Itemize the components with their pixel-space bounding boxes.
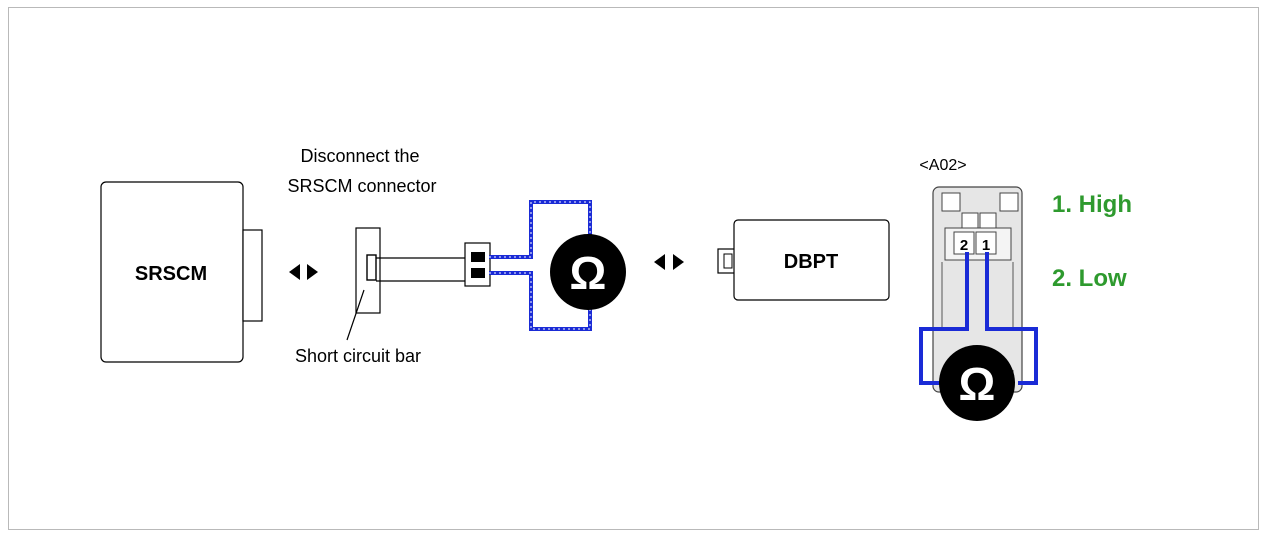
double-arrow-icon xyxy=(654,254,684,270)
connector-id-label: <A02> xyxy=(919,157,966,174)
ohmmeter-icon: Ω xyxy=(939,345,1015,421)
test-plug xyxy=(464,242,491,287)
ohm-symbol-left: Ω xyxy=(570,247,607,299)
srscm-harness-connector xyxy=(346,227,466,341)
pin-1-label: 1 xyxy=(982,237,990,254)
test-wire-right xyxy=(919,252,1038,385)
short-bar-label: Short circuit bar xyxy=(295,346,421,366)
double-arrow-icon xyxy=(289,264,318,280)
wire-stipple xyxy=(489,201,591,330)
srscm-label: SRSCM xyxy=(135,263,207,285)
pin-2-label: 2 xyxy=(960,237,968,254)
dbpt-label: DBPT xyxy=(784,251,838,273)
step-low-label: 2. Low xyxy=(1052,265,1127,292)
srscm-module: SRSCM xyxy=(100,181,263,363)
ohm-symbol-right: Ω xyxy=(959,358,996,410)
ohmmeter-icon: Ω xyxy=(550,234,626,310)
dbpt-module: DBPT xyxy=(717,219,890,301)
step-high-label: 1. High xyxy=(1052,191,1132,218)
disconnect-label-line2: SRSCM connector xyxy=(287,176,436,196)
disconnect-label-line1: Disconnect the xyxy=(300,146,419,166)
a02-connector: 2 1 xyxy=(932,186,1023,393)
